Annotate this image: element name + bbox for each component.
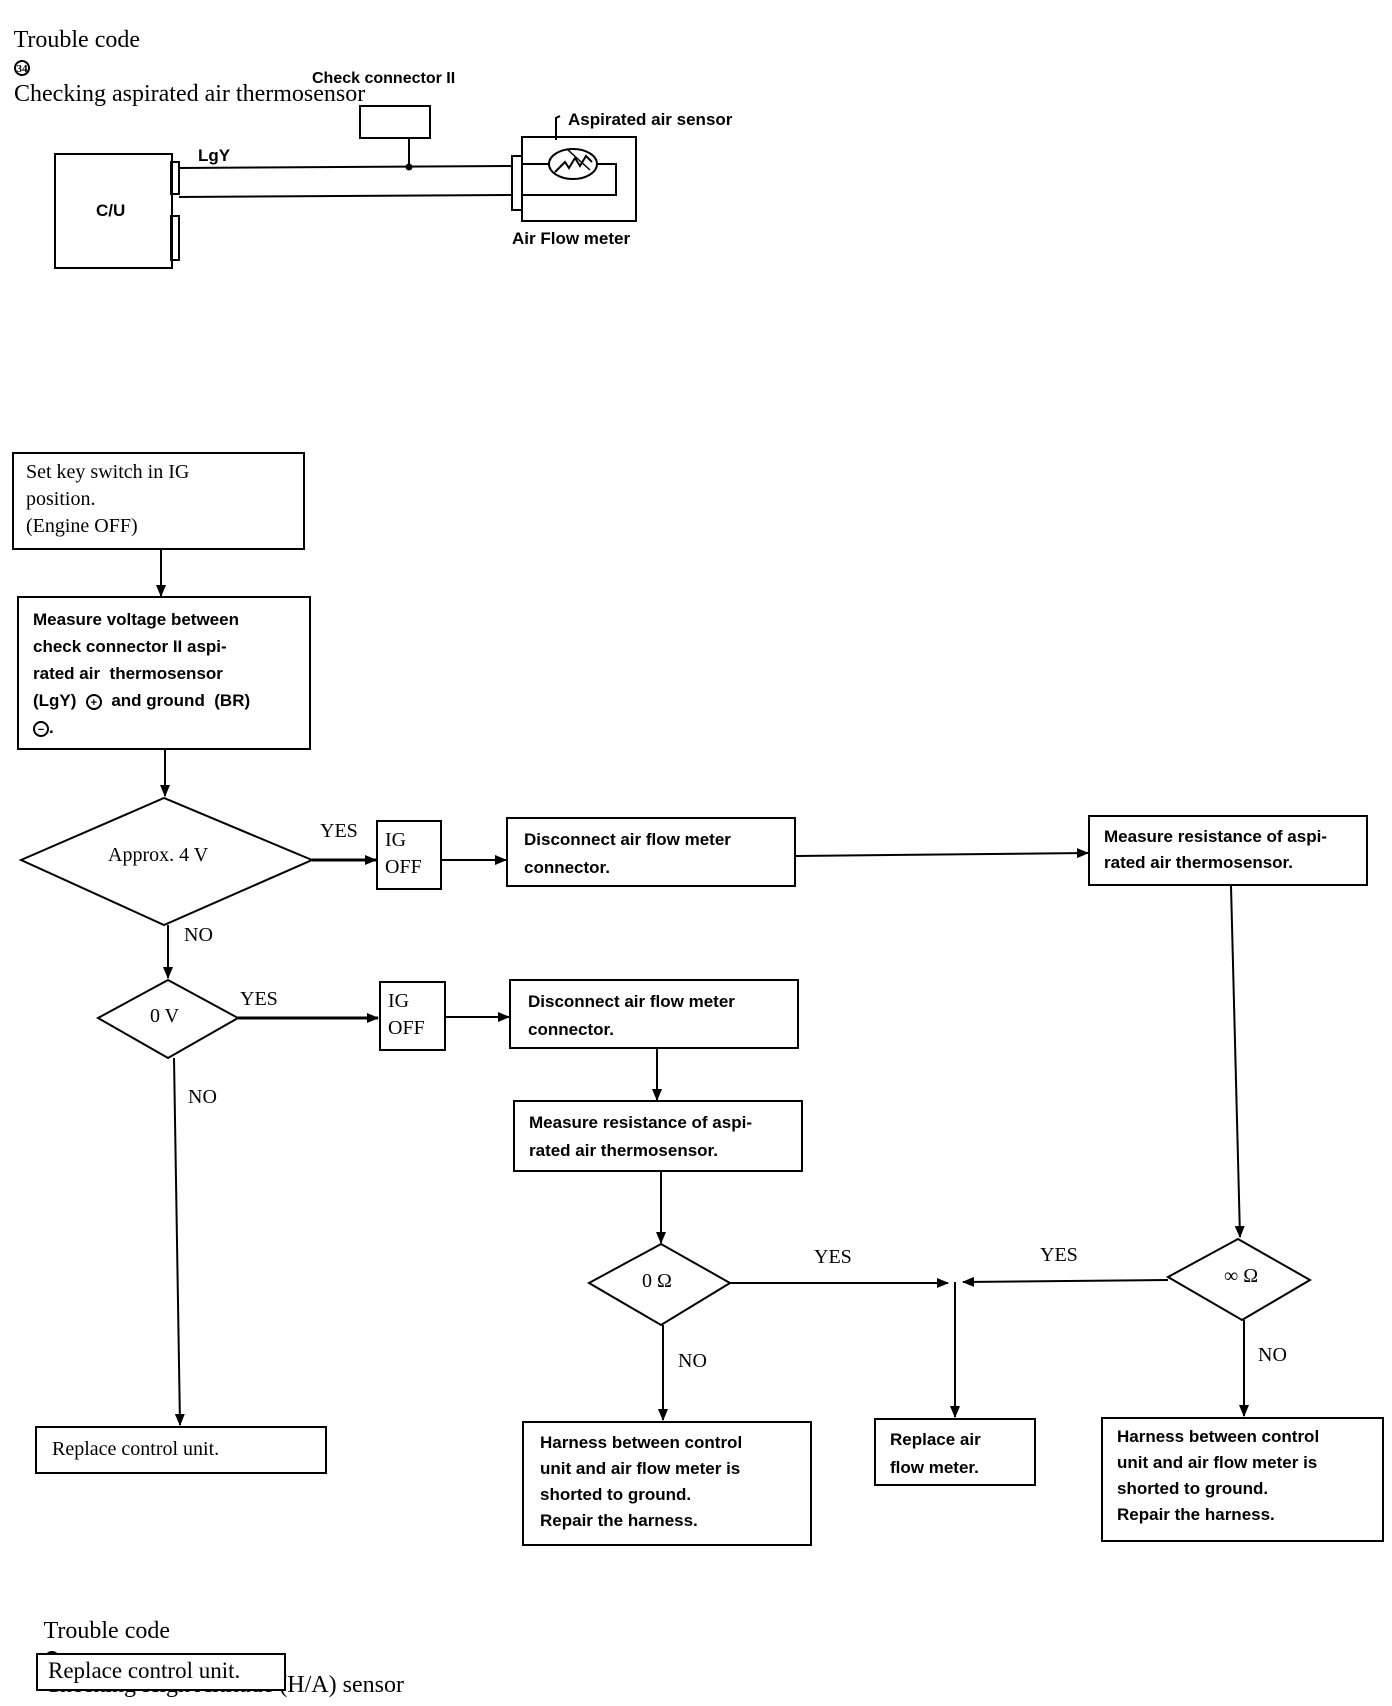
harness-line: unit and air flow meter is [1117, 1453, 1318, 1472]
yes-label-4: YES [1040, 1244, 1078, 1266]
no-label-2: NO [188, 1086, 217, 1108]
ig-off-box-1: IG OFF [376, 820, 442, 890]
step-measure-voltage: Measure voltage between check connector … [17, 596, 311, 750]
step-2-line-4: (LgY) + and ground (BR) [33, 687, 295, 714]
harness-line: Repair the harness. [1117, 1505, 1275, 1524]
air-flow-meter-label: Air Flow meter [512, 229, 631, 248]
aspirated-air-sensor-label: Aspirated air sensor [568, 110, 733, 129]
off-text: OFF [388, 1017, 425, 1039]
harness-line: Harness between control [540, 1433, 743, 1452]
replace-cu-text: Replace control unit. [52, 1438, 220, 1460]
step-2-line-5: −. [33, 714, 295, 741]
harness-line: Repair the harness. [540, 1511, 698, 1530]
replace-afm-line: Replace air [890, 1430, 981, 1449]
harness-line: Harness between control [1117, 1427, 1320, 1446]
ig-text: IG [388, 990, 410, 1012]
disconnect-line: connector. [528, 1020, 614, 1039]
step-measure-resistance-2: Measure resistance of aspi- rated air th… [513, 1100, 803, 1172]
plus-terminal-icon: + [85, 693, 102, 710]
ground-text: and ground (BR) [111, 691, 251, 710]
step-harness-shorted-1: Harness between control unit and air flo… [522, 1421, 812, 1546]
wire-label: LgY [198, 146, 231, 165]
measure-line: rated air thermosensor. [529, 1141, 718, 1160]
off-text: OFF [385, 856, 422, 878]
title-1-text: Checking aspirated air thermosensor [14, 81, 366, 107]
title-1-prefix: Trouble code [13, 27, 141, 53]
decision-approx-4v: Approx. 4 V [108, 844, 209, 866]
measure-line: rated air thermosensor. [1104, 853, 1293, 872]
step-set-key-switch: Set key switch in IG position. (Engine O… [12, 452, 305, 550]
no-label-4: NO [1258, 1344, 1287, 1366]
decision-0v: 0 V [150, 1005, 180, 1027]
step-disconnect-1: Disconnect air flow meter connector. [506, 817, 796, 887]
control-unit-label: C/U [96, 201, 126, 220]
yes-label-1: YES [320, 820, 358, 842]
step-replace-control-unit: Replace control unit. [35, 1426, 327, 1474]
step-2-line: check connector II aspi- [33, 637, 227, 656]
code-34-badge: 34 [14, 60, 30, 77]
lgy-text: (LgY) [33, 691, 77, 710]
step-measure-resistance-1: Measure resistance of aspi- rated air th… [1088, 815, 1368, 886]
harness-line: shorted to ground. [1117, 1479, 1269, 1498]
title-2-prefix: Trouble code [43, 1618, 171, 1644]
final-text: Replace control unit. [48, 1658, 241, 1683]
disconnect-line: Disconnect air flow meter [524, 830, 731, 849]
no-label-1: NO [184, 924, 213, 946]
yes-label-2: YES [240, 988, 278, 1010]
ig-off-box-2: IG OFF [379, 981, 446, 1051]
title-1: Trouble code 34 Checking aspirated air t… [2, 0, 366, 108]
minus-terminal-icon: − [33, 720, 49, 737]
decision-infinity-ohm: ∞ Ω [1224, 1265, 1259, 1287]
decision-0-ohm: 0 Ω [642, 1270, 672, 1292]
step-harness-shorted-2: Harness between control unit and air flo… [1101, 1417, 1384, 1542]
step-2-line: Measure voltage between [33, 610, 239, 629]
measure-line: Measure resistance of aspi- [1104, 827, 1327, 846]
harness-line: unit and air flow meter is [540, 1459, 741, 1478]
no-label-3: NO [678, 1350, 707, 1372]
step-replace-air-flow-meter: Replace air flow meter. [874, 1418, 1036, 1486]
step-2-line: rated air thermosensor [33, 664, 223, 683]
step-disconnect-2: Disconnect air flow meter connector. [509, 979, 799, 1049]
step-1-line: (Engine OFF) [26, 515, 138, 537]
measure-line: Measure resistance of aspi- [529, 1113, 752, 1132]
final-replace-control-unit: Replace control unit. [36, 1653, 286, 1691]
step-1-line: Set key switch in IG [26, 461, 190, 483]
yes-label-3: YES [814, 1246, 852, 1268]
disconnect-line: Disconnect air flow meter [528, 992, 735, 1011]
ig-text: IG [385, 829, 407, 851]
check-connector-label: Check connector II [312, 70, 456, 87]
disconnect-line: connector. [524, 858, 610, 877]
step-1-line: position. [26, 488, 96, 510]
period-text: . [49, 718, 54, 737]
harness-line: shorted to ground. [540, 1485, 692, 1504]
replace-afm-line: flow meter. [890, 1458, 979, 1477]
